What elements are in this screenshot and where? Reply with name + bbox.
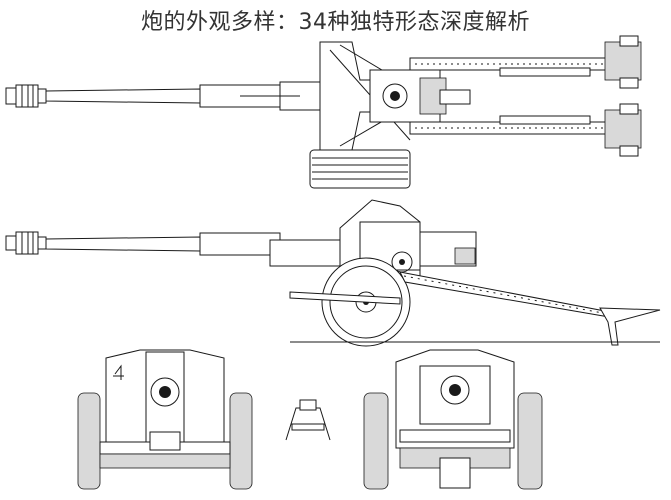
muzzle-brake-top xyxy=(5,84,47,108)
barrel-top xyxy=(45,88,201,104)
rear-view xyxy=(363,349,543,490)
marking-4 xyxy=(113,364,124,380)
muzzle-brake-side xyxy=(5,231,47,255)
top-view xyxy=(5,35,642,189)
trail-upper xyxy=(409,35,642,89)
front-left-wheel xyxy=(77,392,101,490)
rear-right-wheel xyxy=(517,392,543,490)
page-title: 炮的外观多样：34种独特形态深度解析 xyxy=(141,10,530,35)
wheel-top xyxy=(309,149,411,189)
front-right-wheel xyxy=(229,392,253,490)
trail-spade xyxy=(599,307,661,346)
rear-left-wheel xyxy=(363,392,389,490)
small-lug-view xyxy=(285,399,331,441)
front-view xyxy=(77,349,253,490)
side-view xyxy=(5,199,661,347)
trail-lower xyxy=(409,103,642,157)
barrel-side xyxy=(45,236,201,252)
